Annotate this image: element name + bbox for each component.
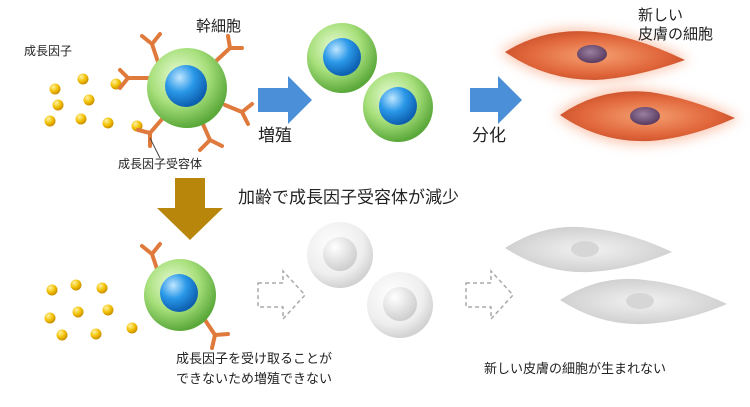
differentiation-arrow [470, 76, 522, 124]
stem-cell-label: 幹細胞 [196, 17, 242, 35]
cannot-receive-label-line2: できないため増殖できない [176, 372, 333, 387]
growth-factor-label: 成長因子 [24, 44, 73, 58]
blocked-proliferation-arrow [257, 269, 307, 321]
receptors-top [118, 32, 254, 152]
stem-cell-bottom [140, 242, 230, 350]
growth-factor-dots-bottom [44, 279, 138, 341]
new-skin-cell-label-line1: 新しい [638, 6, 684, 24]
faded-skin-cells [505, 226, 727, 325]
proliferation-arrow [258, 76, 312, 124]
cannot-receive-label-line1: 成長因子を受け取ることが [176, 352, 333, 367]
receptor-label: 成長因子受容体 [118, 157, 203, 171]
faded-cells-bottom [307, 222, 433, 338]
aging-label: 加齢で成長因子受容体が減少 [238, 188, 459, 208]
aging-arrow [157, 178, 223, 240]
differentiation-label: 分化 [472, 126, 506, 146]
proliferation-label: 増殖 [258, 126, 292, 146]
new-skin-cell-label-line2: 皮膚の細胞 [638, 25, 714, 43]
growth-factor-dots-top [44, 73, 143, 132]
no-new-cells-label: 新しい皮膚の細胞が生まれない [484, 362, 667, 377]
blocked-differentiation-arrow [465, 269, 515, 321]
new-skin-cells [500, 28, 740, 145]
proliferated-cells-top [307, 23, 433, 142]
stem-cell-top [118, 32, 254, 159]
